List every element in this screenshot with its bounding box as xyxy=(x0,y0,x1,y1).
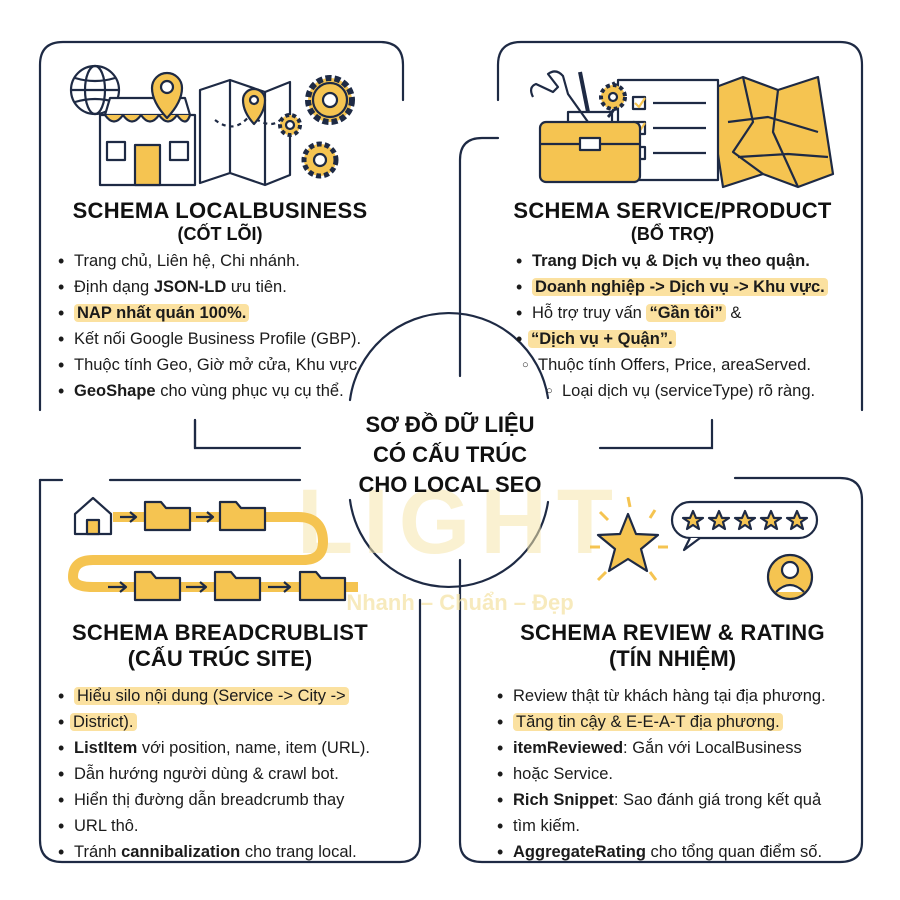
review-subtitle: (TÍN NHIỆM) xyxy=(608,646,737,671)
localbusiness-list: Trang chủ, Liên hệ, Chi nhánh. Định dạng… xyxy=(58,248,362,404)
flow-path xyxy=(68,512,358,592)
service-illustration xyxy=(529,70,835,189)
list-item: Định dạng JSON-LD ưu tiên. xyxy=(58,274,362,300)
list-item: Tránh cannibalization cho trang local. xyxy=(58,839,370,865)
frame-top-right xyxy=(496,40,864,412)
center-title: SƠ ĐỒ DỮ LIỆU CÓ CẤU TRÚC CHO LOCAL SEO xyxy=(330,410,570,500)
breadcrumb-title: SCHEMA BREADCRUBLIST xyxy=(71,620,369,645)
center-title-line3: CHO LOCAL SEO xyxy=(358,472,542,497)
list-item: Trang chủ, Liên hệ, Chi nhánh. xyxy=(58,248,362,274)
gear-icon xyxy=(278,75,355,179)
list-item: Thuộc tính Offers, Price, areaServed. xyxy=(516,352,828,378)
list-item: AggregateRating cho tổng quan điểm số. xyxy=(497,839,826,865)
home-icon xyxy=(73,496,113,536)
center-title-line1: SƠ ĐỒ DỮ LIỆU xyxy=(365,412,535,437)
list-item: Tăng tin cậy & E-E-A-T địa phương. xyxy=(497,709,826,735)
list-item-continued: URL thô. xyxy=(58,813,370,839)
map-pin-icon xyxy=(150,71,184,120)
review-list: Review thật từ khách hàng tại địa phương… xyxy=(497,683,826,865)
globe-icon xyxy=(69,64,121,116)
toolbox-icon xyxy=(529,70,642,184)
list-item-continued: tìm kiếm. xyxy=(497,813,826,839)
localbusiness-title: SCHEMA LOCALBUSINESS xyxy=(72,198,368,223)
list-item: Thuộc tính Geo, Giờ mở cửa, Khu vực. xyxy=(58,352,362,378)
breadcrumb-subtitle: (CẤU TRÚC SITE) xyxy=(127,646,313,671)
list-item: Rich Snippet: Sao đánh giá trong kết quả xyxy=(497,787,826,813)
list-item: Review thật từ khách hàng tại địa phương… xyxy=(497,683,826,709)
review-title: SCHEMA REVIEW & RATING xyxy=(520,620,825,645)
list-item: itemReviewed: Gắn với LocalBusiness xyxy=(497,735,826,761)
frame-bottom-right xyxy=(458,476,864,864)
list-item: Dẫn hướng người dùng & crawl bot. xyxy=(58,761,370,787)
localbusiness-subtitle: (CỐT LÕI) xyxy=(177,224,263,244)
center-title-line2: CÓ CẤU TRÚC xyxy=(373,442,527,467)
arrow-icon xyxy=(108,511,292,593)
localbusiness-illustration xyxy=(69,64,355,187)
list-item: NAP nhất quán 100%. xyxy=(58,300,362,326)
user-avatar-icon xyxy=(766,553,814,601)
breadcrumb-illustration xyxy=(68,496,358,602)
list-item-continued: hoặc Service. xyxy=(497,761,826,787)
sparkle-icon xyxy=(590,496,668,582)
breadcrumb-list: Hiểu silo nội dung (Service -> City -> D… xyxy=(58,683,370,865)
rating-bubble-icon xyxy=(670,500,819,552)
list-item: Hỗ trợ truy vấn “Gần tôi” & xyxy=(516,300,828,326)
list-item: Doanh nghiệp -> Dịch vụ -> Khu vực. xyxy=(516,274,828,300)
store-icon xyxy=(98,96,197,187)
map-icon xyxy=(706,75,835,189)
list-item: GeoShape cho vùng phục vụ cụ thể. xyxy=(58,378,362,404)
service-list: Trang Dịch vụ & Dịch vụ theo quận. Doanh… xyxy=(516,248,828,404)
list-item-continued: District). xyxy=(58,709,370,735)
list-item: Hiểu silo nội dung (Service -> City -> xyxy=(58,683,370,709)
star-icon xyxy=(596,512,660,573)
map-icon xyxy=(198,78,292,187)
review-illustration xyxy=(590,496,819,601)
service-subtitle: (BỔ TRỢ) xyxy=(630,224,715,244)
frame-right-link xyxy=(598,418,714,450)
list-item: ListItem với position, name, item (URL). xyxy=(58,735,370,761)
service-title: SCHEMA SERVICE/PRODUCT xyxy=(513,198,832,223)
list-item-continued: “Dịch vụ + Quận”. xyxy=(516,326,828,352)
list-item: Trang Dịch vụ & Dịch vụ theo quận. xyxy=(516,248,828,274)
frame-top-right-link xyxy=(458,136,500,378)
folder-icon xyxy=(133,500,347,602)
list-item: Loại dịch vụ (serviceType) rõ ràng. xyxy=(516,378,828,404)
frame-top-left-link xyxy=(193,418,302,450)
list-item: Kết nối Google Business Profile (GBP). xyxy=(58,326,362,352)
list-item: Hiển thị đường dẫn breadcrumb thay xyxy=(58,787,370,813)
